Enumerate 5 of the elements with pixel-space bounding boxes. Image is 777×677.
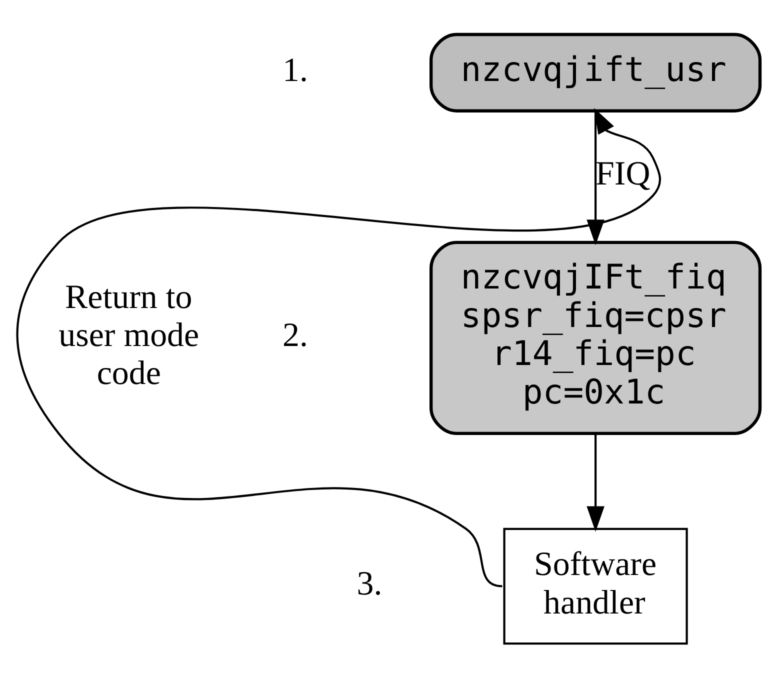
edge-label: Return to user mode code xyxy=(58,278,200,392)
node-label: 3. xyxy=(356,564,382,602)
edge-label: FIQ xyxy=(596,155,650,192)
node-label: 1. xyxy=(282,51,308,88)
node-label: 2. xyxy=(282,316,308,354)
